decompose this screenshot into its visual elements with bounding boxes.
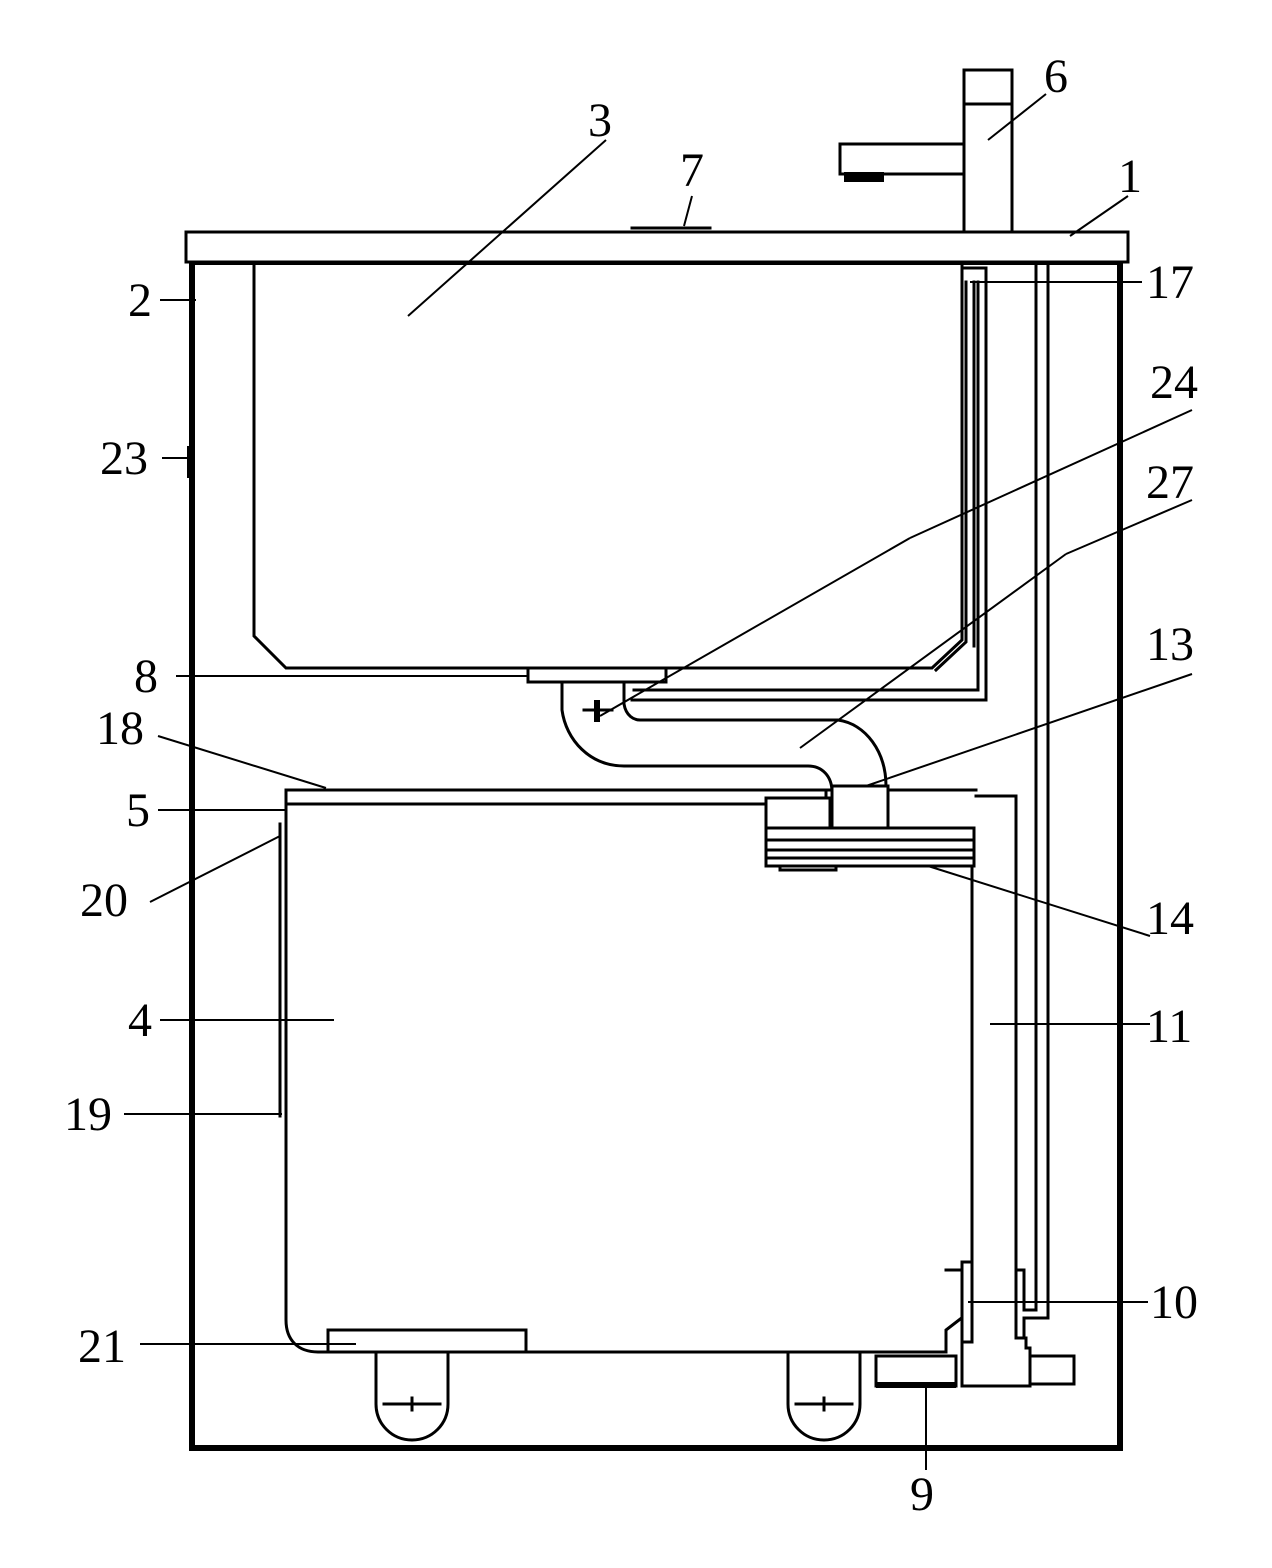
faucet-handle — [962, 68, 1014, 106]
leader-20 — [149, 835, 281, 903]
countertop — [184, 230, 1130, 264]
leader-27b — [1065, 499, 1193, 555]
label-2: 2 — [128, 274, 152, 327]
leader-24 — [599, 537, 911, 717]
label-17: 17 — [1146, 256, 1194, 309]
pump-base — [876, 1382, 956, 1388]
leader-13 — [865, 673, 1193, 787]
overflow-inlet — [630, 266, 988, 702]
drain-outlet — [560, 680, 834, 794]
water-supply-pipe-outer — [1022, 260, 1050, 1340]
outlet-connector — [1028, 1354, 1076, 1386]
leader-18 — [157, 735, 327, 789]
label-18: 18 — [96, 702, 144, 755]
label-4: 4 — [128, 994, 152, 1047]
label-19: 19 — [64, 1088, 112, 1141]
sink-basin — [252, 260, 964, 670]
label-5: 5 — [126, 784, 150, 837]
water-supply-pipe — [1014, 260, 1038, 1312]
label-24: 24 — [1150, 356, 1198, 409]
cabinet-outline — [189, 259, 1123, 1451]
label-6: 6 — [1044, 50, 1068, 103]
label-21: 21 — [78, 1320, 126, 1373]
overflow-pipe-outer — [632, 280, 980, 692]
faucet-spout — [838, 142, 966, 176]
lower-tank — [284, 802, 974, 1354]
label-23: 23 — [100, 432, 148, 485]
drain-strainer — [526, 666, 668, 684]
faucet-body — [962, 102, 1014, 234]
pump — [874, 1354, 958, 1388]
label-27: 27 — [1146, 456, 1194, 509]
overflow-channel — [933, 280, 968, 673]
label-9: 9 — [910, 1468, 934, 1521]
faucet-spout-tip — [844, 172, 884, 182]
filter-base — [778, 864, 838, 872]
washer-lid — [284, 788, 828, 806]
leader-24b — [909, 409, 1193, 539]
label-1: 1 — [1118, 150, 1142, 203]
label-3: 3 — [588, 94, 612, 147]
foot-right — [786, 1350, 862, 1442]
foot-left — [374, 1350, 450, 1442]
label-20: 20 — [80, 874, 128, 927]
leader-27 — [799, 553, 1067, 749]
bottom-plate — [326, 1328, 528, 1354]
label-7: 7 — [680, 144, 704, 197]
filter-stack — [764, 826, 976, 868]
leader-14 — [927, 865, 1151, 937]
leader-7 — [683, 195, 693, 227]
label-8: 8 — [134, 650, 158, 703]
label-14: 14 — [1146, 892, 1194, 945]
leader-1 — [1069, 195, 1129, 237]
leader-3 — [407, 139, 607, 317]
label-13: 13 — [1146, 618, 1194, 671]
label-11: 11 — [1146, 1000, 1192, 1053]
drain-outlet-inner — [622, 680, 888, 788]
leader-6 — [987, 93, 1047, 141]
label-10: 10 — [1150, 1276, 1198, 1329]
